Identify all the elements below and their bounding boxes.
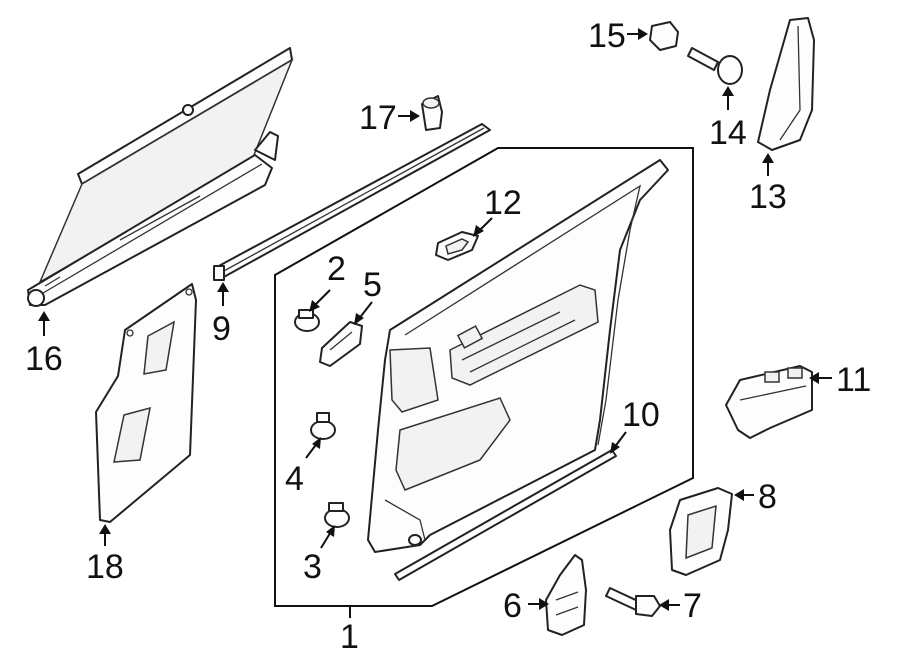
- push-pin-retainer-part: [687, 47, 743, 85]
- arrow-14: [722, 86, 734, 96]
- callout-13: 13: [749, 178, 787, 216]
- arrow-12: [473, 225, 484, 237]
- mounting-bolt-part: [605, 587, 661, 617]
- callout-3: 3: [303, 548, 322, 586]
- sun-shade-part: [27, 47, 294, 307]
- arrow-11: [809, 372, 819, 384]
- leader-2: [313, 289, 331, 307]
- arrow-2: [309, 300, 320, 312]
- lower-seal-strip-part: [394, 449, 617, 581]
- callout-8: 8: [758, 478, 777, 516]
- callout-6: 6: [503, 587, 522, 625]
- window-switch-part: [725, 365, 813, 439]
- lock-knob-bezel-part: [435, 231, 479, 261]
- callout-12: 12: [484, 184, 522, 222]
- callout-16: 16: [25, 340, 63, 378]
- handle-bracket-part: [545, 554, 587, 636]
- arrow-8: [734, 489, 744, 501]
- panel-assembly-outline: [274, 147, 694, 607]
- arrow-6: [539, 598, 549, 610]
- panel-clip-lower-part: [324, 502, 350, 528]
- arrow-5: [354, 313, 364, 325]
- belt-weatherstrip-part: [213, 123, 491, 281]
- callout-9: 9: [212, 310, 231, 348]
- door-trim-panel-part: [367, 159, 669, 553]
- retainer-clip-part: [319, 321, 363, 367]
- callout-7: 7: [683, 587, 702, 625]
- callout-17: 17: [359, 99, 397, 137]
- water-deflector-part: [95, 283, 197, 523]
- callout-14: 14: [709, 114, 747, 152]
- panel-clip-upper-part: [294, 309, 320, 332]
- callout-15: 15: [588, 17, 626, 55]
- callout-18: 18: [86, 548, 124, 586]
- pillar-trim-part: [757, 17, 815, 151]
- clip-nut-part: [649, 21, 679, 51]
- callout-4: 4: [285, 460, 304, 498]
- arrow-15: [638, 28, 648, 40]
- callout-2: 2: [327, 250, 346, 288]
- arrow-18: [99, 524, 111, 534]
- arrow-17: [410, 110, 420, 122]
- panel-clip-middle-part: [310, 412, 336, 440]
- arrow-16: [38, 311, 50, 321]
- arrow-3: [326, 525, 335, 537]
- arrow-13: [762, 153, 774, 163]
- handle-bezel-part: [669, 487, 733, 576]
- callout-11: 11: [836, 361, 871, 399]
- arrow-4: [312, 437, 321, 449]
- callout-1: 1: [340, 618, 359, 656]
- arrow-10: [610, 442, 620, 454]
- arrow-7: [659, 599, 669, 611]
- callout-10: 10: [622, 396, 660, 434]
- shade-hook-part: [421, 95, 443, 131]
- callout-5: 5: [363, 266, 382, 304]
- arrow-9: [217, 282, 229, 292]
